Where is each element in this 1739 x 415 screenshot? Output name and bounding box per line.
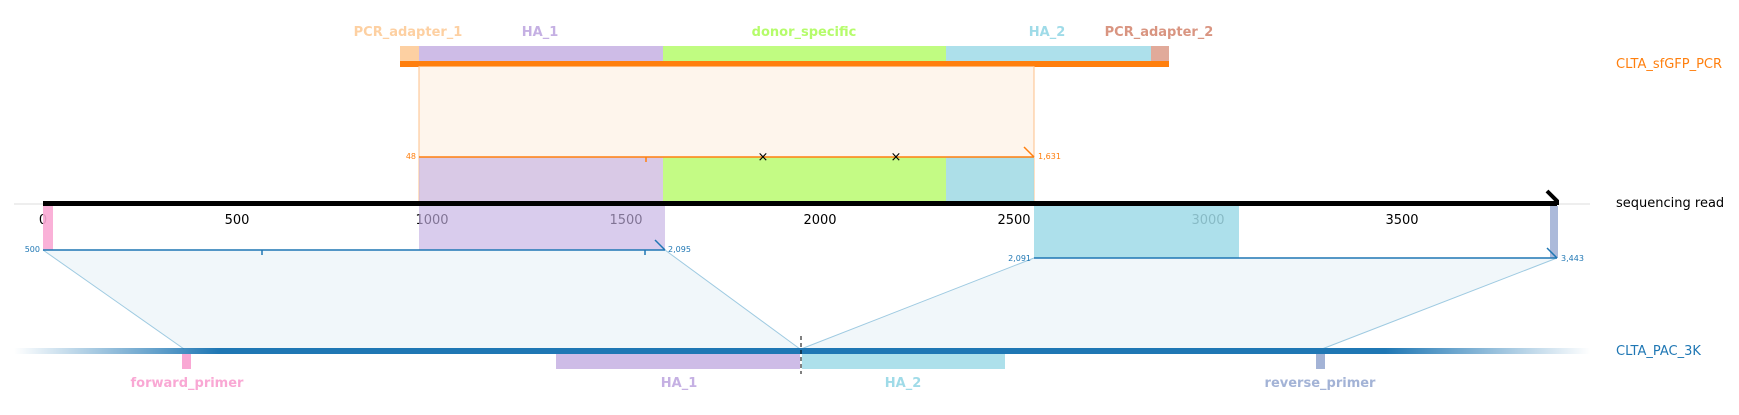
tick-label: 2000 [803,213,836,228]
top-alignment-arrowhead [1023,146,1035,158]
feature-label-ha-2-top: HA_2 [1029,25,1066,40]
projection-forward-primer [43,206,53,250]
feature-bar-forward-primer [182,354,191,369]
feature-label-ha-2-bottom: HA_2 [885,376,922,391]
bottom-alignment-1-start: 500 [25,245,40,254]
connector [800,257,1035,350]
feature-bar-reverse-primer [1316,354,1325,369]
tick-label: 2500 [997,213,1030,228]
connector [664,249,801,350]
bottom-alignment-arrowhead-2 [1546,247,1558,259]
feature-label-forward-primer: forward_primer [131,376,245,391]
tick-label: 500 [225,213,250,228]
top-reference-line [400,61,1169,67]
bottom-alignment-region-2 [801,258,1557,349]
connector [42,249,185,350]
feature-bar-ha-1-top [419,46,663,62]
top-reference-name: CLTA_sfGFP_PCR [1616,57,1722,72]
feature-label-donor-specific: donor_specific [752,25,857,40]
feature-label-reverse-primer: reverse_primer [1265,376,1377,391]
feature-bar-pcr-adapter-1 [400,46,419,62]
bottom-reference-line [14,348,1590,354]
bottom-alignment-region-1 [43,250,800,349]
projection-reverse-primer [1550,206,1558,258]
feature-label-pcr-adapter-2: PCR_adapter_2 [1105,25,1214,40]
feature-label-ha-1-bottom: HA_1 [661,376,698,391]
top-alignment-start: 48 [406,152,416,161]
mismatch-marker-1: × [758,150,769,165]
connector [1321,257,1558,350]
bottom-alignment-2-start: 2,091 [1008,254,1031,263]
projection-ha-1-upper [419,157,663,201]
feature-bar-donor-specific [663,46,946,62]
feature-label-pcr-adapter-1: PCR_adapter_1 [354,25,463,40]
projection-ha-2-upper [946,157,1034,201]
bottom-reference-name: CLTA_PAC_3K [1616,344,1701,359]
read-name: sequencing read [1616,196,1724,211]
feature-bar-pcr-adapter-2 [1151,46,1169,62]
read-end-arrow [1545,189,1559,205]
feature-bar-ha-2-top [946,46,1151,62]
feature-label-ha-1-top: HA_1 [522,25,559,40]
mismatch-marker-2: × [891,150,902,165]
feature-bar-ha-1-bottom [556,354,800,369]
projection-ha-2-lower [1034,206,1239,258]
projection-donor-specific [663,157,946,201]
bottom-alignment-arrowhead-1 [654,239,666,251]
bottom-alignment-2-end: 3,443 [1561,254,1584,263]
feature-bar-ha-2-bottom [802,354,1005,369]
bottom-alignment-1-end: 2,095 [668,245,691,254]
read-bar [43,201,1557,206]
projection-ha-1-lower [419,206,665,250]
tick-label: 3500 [1385,213,1418,228]
top-alignment-end: 1,631 [1038,152,1061,161]
